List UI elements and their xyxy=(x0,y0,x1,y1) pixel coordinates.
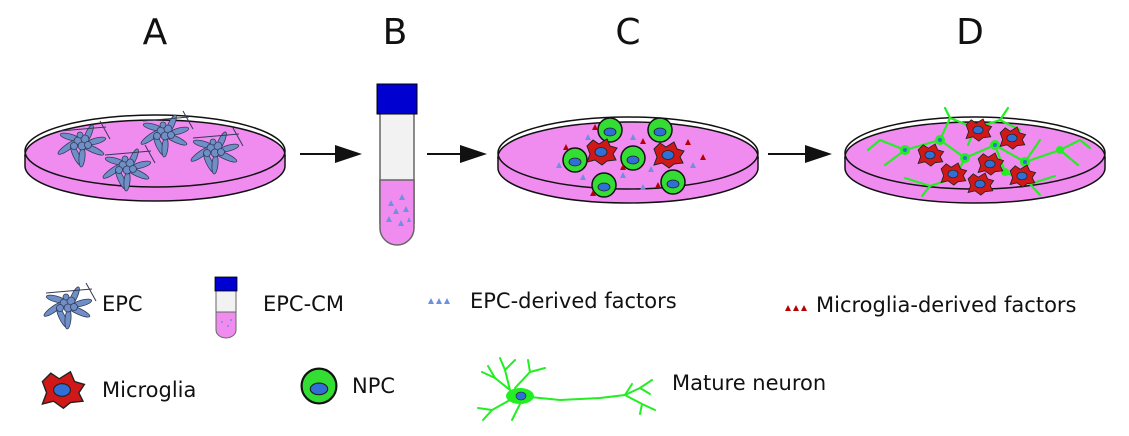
npc-cell xyxy=(597,117,623,143)
npc-cell xyxy=(620,145,646,171)
neuron-nucleus xyxy=(515,391,527,401)
tube-b xyxy=(376,83,418,246)
npc-cell xyxy=(562,147,588,173)
legend-mature-neuron: Mature neuron xyxy=(477,357,826,421)
legend-microglia: Microglia xyxy=(41,371,196,409)
step-label-a: A xyxy=(143,12,168,53)
legend-epc: EPC xyxy=(41,282,143,330)
legend-microglia-factors-label: Microglia-derived factors xyxy=(816,293,1077,317)
npc-cell xyxy=(660,169,686,195)
epc-factor-legend-icon xyxy=(428,298,450,304)
step-label-d: D xyxy=(956,12,984,53)
legend-epc-factors-label: EPC-derived factors xyxy=(470,289,677,313)
dish-c xyxy=(497,116,759,204)
legend-npc: NPC xyxy=(300,367,395,405)
step-label-c: C xyxy=(615,12,640,53)
microglia-factor-legend-icon xyxy=(785,305,807,311)
arrow-a-b xyxy=(300,145,362,163)
dish-a xyxy=(24,110,286,202)
step-label-b: B xyxy=(383,12,408,53)
legend-epc-cm-label: EPC-CM xyxy=(263,292,344,316)
npc-cell xyxy=(591,172,617,198)
legend-npc-label: NPC xyxy=(352,374,395,398)
dish-d xyxy=(844,106,1106,204)
npc-cell xyxy=(647,117,673,143)
microglia-legend-icon xyxy=(41,371,86,409)
npc-legend-icon xyxy=(300,367,338,405)
epc-legend-icon xyxy=(41,282,97,330)
tube-legend-icon xyxy=(214,276,238,339)
legend-epc-factors: EPC-derived factors xyxy=(428,289,677,313)
legend-mature-neuron-label: Mature neuron xyxy=(672,371,826,395)
legend-microglia-label: Microglia xyxy=(102,378,196,402)
legend-epc-cm: EPC-CM xyxy=(214,276,344,339)
arrow-c-d xyxy=(768,145,832,163)
arrow-b-c xyxy=(427,145,487,163)
legend-microglia-factors: Microglia-derived factors xyxy=(785,293,1077,317)
neuron-legend-icon xyxy=(477,357,656,421)
legend-epc-label: EPC xyxy=(102,292,143,316)
